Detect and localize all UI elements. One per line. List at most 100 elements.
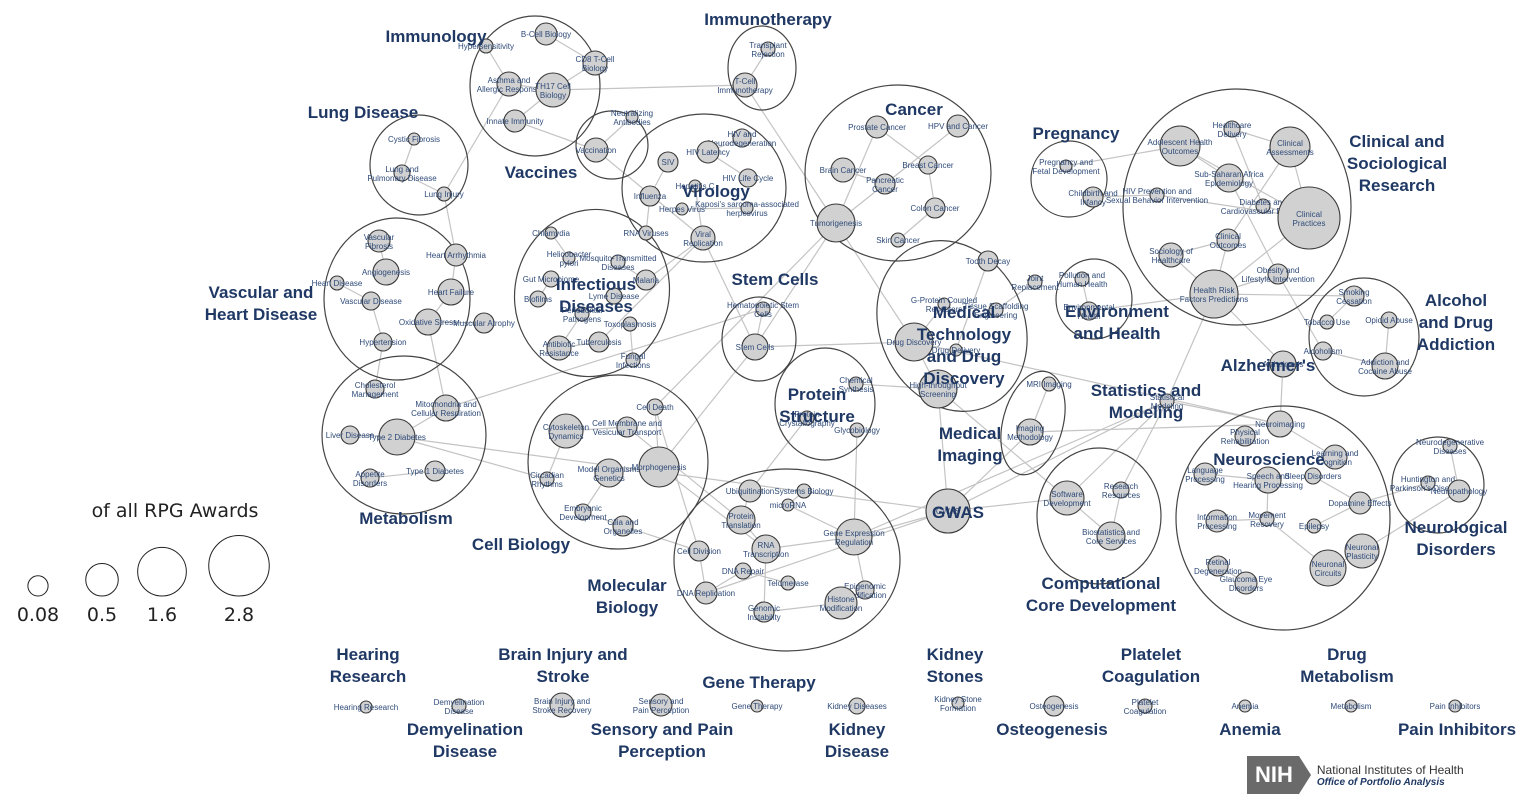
topic-node-circle[interactable] xyxy=(925,488,971,534)
topic-node-herpes-virus[interactable]: Herpes Virus xyxy=(659,202,705,216)
topic-node-circle[interactable] xyxy=(849,422,865,438)
topic-node-siv[interactable]: SIV xyxy=(657,151,679,173)
topic-node-circle[interactable] xyxy=(740,201,754,215)
topic-node-circle[interactable] xyxy=(750,699,764,713)
topic-node-circle[interactable] xyxy=(1267,263,1289,285)
topic-node-circle[interactable] xyxy=(657,151,679,173)
topic-node-circle[interactable] xyxy=(1238,699,1252,713)
topic-node-gwas[interactable]: GWAS xyxy=(925,488,971,534)
topic-node-circle[interactable] xyxy=(1309,549,1347,587)
topic-node-circle[interactable] xyxy=(738,479,762,503)
topic-node-circle[interactable] xyxy=(781,498,795,512)
topic-node-circle[interactable] xyxy=(638,225,654,241)
topic-node-circle[interactable] xyxy=(437,278,465,306)
topic-node-anemia[interactable]: Anemia xyxy=(1231,699,1259,713)
topic-node-circle[interactable] xyxy=(436,186,452,202)
topic-node-circle[interactable] xyxy=(946,114,970,138)
topic-node-circle[interactable] xyxy=(612,515,634,537)
topic-node-circle[interactable] xyxy=(407,132,421,146)
topic-node-hypersensitivity[interactable]: Hypersensitivity xyxy=(458,38,514,54)
topic-node-circle[interactable] xyxy=(340,425,360,445)
topic-node-circle[interactable] xyxy=(329,275,345,291)
topic-node-circle[interactable] xyxy=(1319,314,1335,330)
topic-node-circle[interactable] xyxy=(799,410,815,426)
topic-node-cystic-fibrosis[interactable]: Cystic Fibrosis xyxy=(388,132,440,146)
topic-node-circle[interactable] xyxy=(894,322,934,362)
topic-node-circle[interactable] xyxy=(393,164,411,182)
topic-node-kidney-diseases[interactable]: Kidney Diseases xyxy=(827,697,887,715)
topic-node-brain-cancer[interactable]: Brain Cancer xyxy=(820,157,867,183)
topic-node-circle[interactable] xyxy=(478,38,494,54)
topic-node-circle[interactable] xyxy=(646,398,664,416)
topic-node-circle[interactable] xyxy=(1074,271,1090,287)
topic-node-circle[interactable] xyxy=(625,352,641,368)
topic-node-circle[interactable] xyxy=(1223,120,1241,138)
topic-node-circle[interactable] xyxy=(529,290,547,308)
topic-node-hepatitis-c[interactable]: Hepatitis C xyxy=(675,179,715,193)
topic-node-liver-disease[interactable]: Liver Disease xyxy=(326,425,375,445)
topic-node-circle[interactable] xyxy=(1159,393,1175,409)
topic-node-circle[interactable] xyxy=(372,258,400,286)
topic-node-muscular-atrophy[interactable]: Muscular Atrophy xyxy=(453,312,515,334)
topic-node-circle[interactable] xyxy=(1079,301,1099,321)
topic-node-heart-disease[interactable]: Heart Disease xyxy=(312,275,363,291)
topic-node-circle[interactable] xyxy=(542,270,560,288)
topic-node-dna-repair[interactable]: DNA Repair xyxy=(722,562,765,580)
topic-node-circle[interactable] xyxy=(365,379,385,399)
topic-node-lyme-disease[interactable]: Lyme Disease xyxy=(589,287,640,305)
topic-node-circle[interactable] xyxy=(503,109,527,133)
topic-node-circle[interactable] xyxy=(830,157,856,183)
topic-node-circle[interactable] xyxy=(451,698,467,714)
topic-node-drug-discovery[interactable]: Drug Discovery xyxy=(887,322,942,362)
topic-node-stem-cells[interactable]: Stem Cells xyxy=(736,333,775,361)
topic-node-toxoplasmosis[interactable]: Toxoplasmosis xyxy=(604,316,656,332)
topic-node-circle[interactable] xyxy=(835,518,873,556)
topic-node-circle[interactable] xyxy=(1304,467,1322,485)
topic-node-circle[interactable] xyxy=(638,446,680,488)
topic-node-circle[interactable] xyxy=(546,335,572,361)
topic-node-tumorigenesis[interactable]: Tumorigenesis xyxy=(810,203,862,243)
topic-node-circle[interactable] xyxy=(1234,425,1256,447)
topic-node-circle[interactable] xyxy=(732,128,752,148)
topic-node-circle[interactable] xyxy=(738,168,758,188)
topic-node-circle[interactable] xyxy=(360,468,380,488)
topic-node-influenza[interactable]: Influenza xyxy=(634,185,667,207)
topic-node-pain-inhibitors[interactable]: Pain Inhibitors xyxy=(1430,699,1481,713)
topic-node-circle[interactable] xyxy=(675,202,689,216)
topic-node-circle[interactable] xyxy=(1380,311,1398,329)
topic-node-circle[interactable] xyxy=(1234,571,1258,595)
topic-node-circle[interactable] xyxy=(1205,509,1229,533)
topic-node-circle[interactable] xyxy=(1348,491,1372,515)
